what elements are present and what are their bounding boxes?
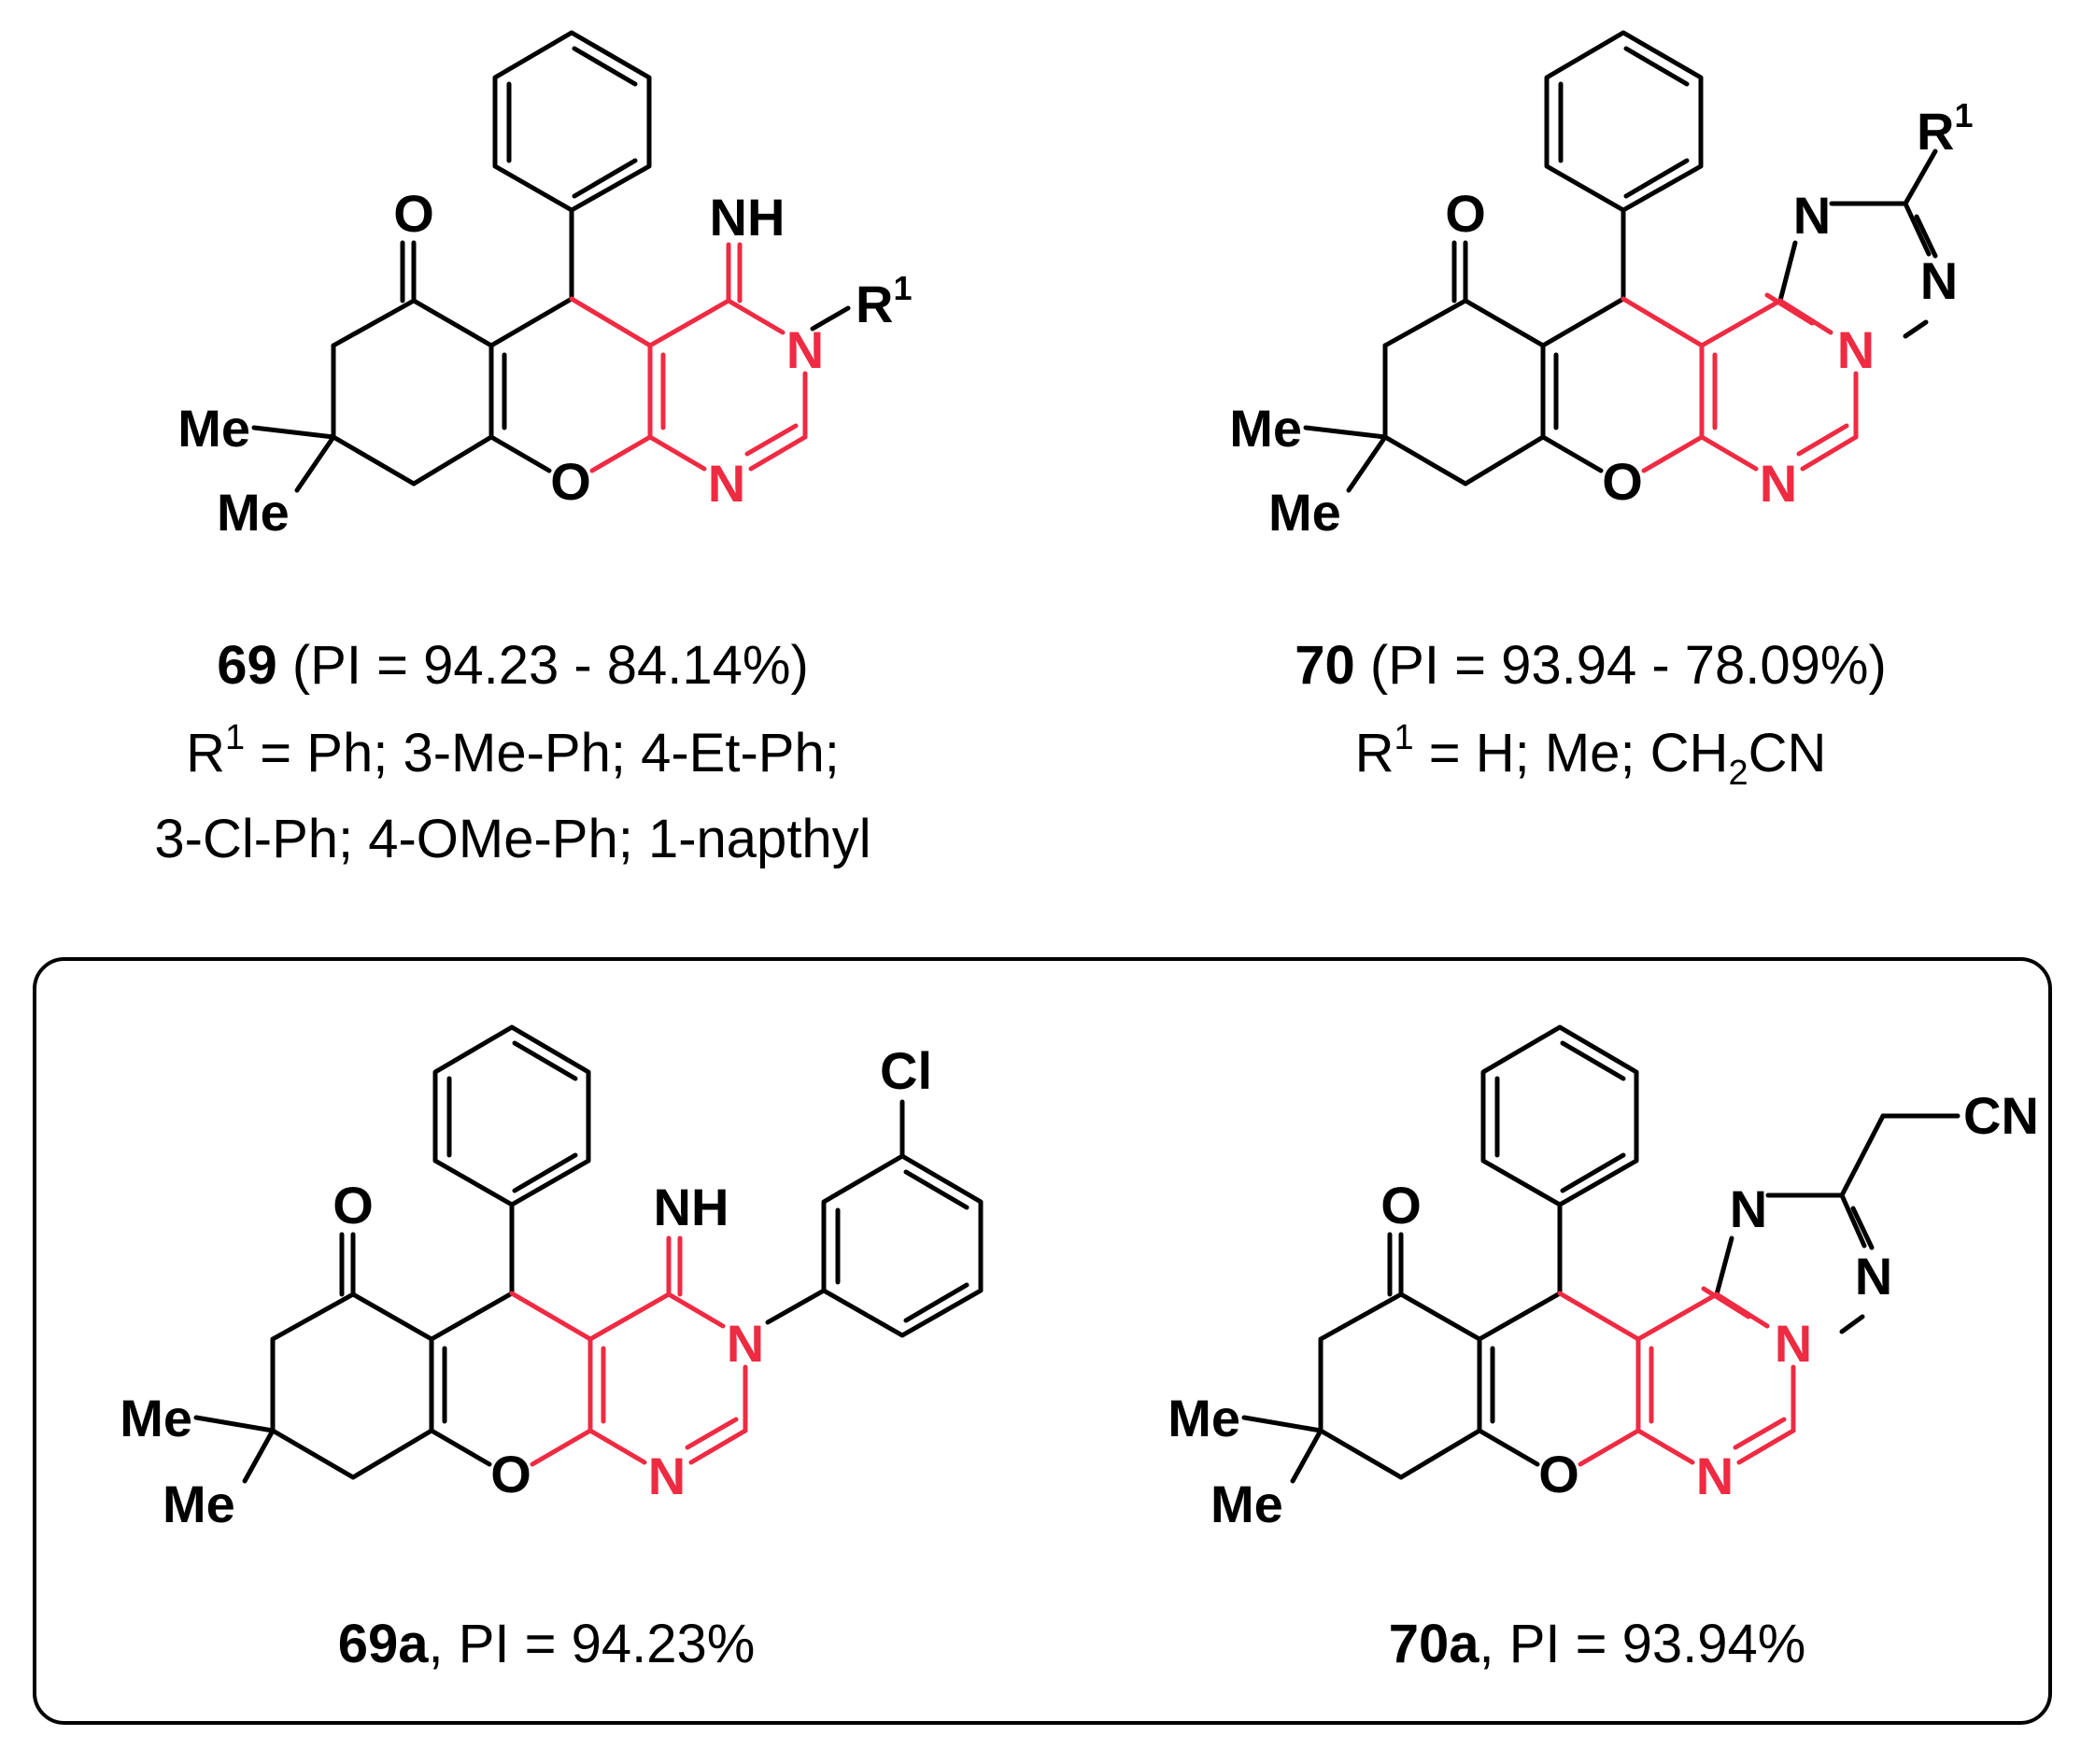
chlorine-label: Cl (880, 1041, 932, 1100)
cyano-label: CN (1963, 1086, 2039, 1145)
r-group-label: R1 (856, 269, 912, 333)
pyran-oxygen-label: O (490, 1445, 531, 1503)
carbonyl-oxygen-label: O (333, 1176, 374, 1235)
structure-70a-bonds (1241, 1024, 1961, 1484)
caption-69-title: 69 (PI = 94.23 - 84.14%) (217, 635, 809, 696)
triazole-nitrogen-label: N (1793, 186, 1831, 245)
structure-70a-red-bonds (1557, 1286, 1796, 1467)
pyran-oxygen-label: O (550, 452, 591, 511)
ring-nitrogen-label: N (1760, 454, 1797, 513)
structure-69-bonds (251, 30, 851, 493)
triazole-nitrogen-label: N (1730, 1179, 1767, 1238)
methyl-label: Me (1229, 399, 1302, 458)
imine-label: NH (654, 1178, 729, 1236)
pyran-oxygen-label: O (1538, 1445, 1579, 1503)
caption-69: 69 (PI = 94.23 - 84.14%) R1 = Ph; 3-Me-P… (154, 635, 871, 869)
ring-nitrogen-label: N (786, 320, 824, 379)
carbonyl-oxygen-label: O (393, 184, 434, 243)
highlight-box (33, 957, 2052, 1725)
structure-70-bonds (1303, 30, 1938, 493)
structure-69-red-bonds (569, 242, 808, 473)
caption-69a: 69a, PI = 94.23% (338, 1614, 756, 1674)
methyl-label: Me (1268, 483, 1341, 542)
caption-69-substituents: R1 = Ph; 3-Me-Ph; 4-Et-Ph; (186, 718, 840, 783)
structure-69: O O NH N N Me Me R1 (177, 30, 912, 542)
structure-70: O O N N N N Me Me R1 (1229, 30, 1973, 542)
methyl-label: Me (1168, 1389, 1240, 1447)
ring-nitrogen-label: N (727, 1314, 764, 1373)
methyl-label: Me (163, 1475, 235, 1533)
r-group-label: R1 (1917, 96, 1973, 161)
ring-nitrogen-label: N (708, 454, 745, 513)
ring-nitrogen-label: N (648, 1446, 686, 1505)
ring-nitrogen-label: N (1775, 1314, 1812, 1373)
methyl-label: Me (217, 483, 290, 542)
structure-69a-bonds (193, 1024, 984, 1484)
triazole-nitrogen-label: N (1920, 251, 1958, 310)
methyl-label: Me (120, 1389, 192, 1447)
caption-70-substituents: R1 = H; Me; CH2CN (1355, 718, 1827, 793)
structure-70a: O O N N N N Me Me CN (1168, 1024, 2039, 1533)
structure-70-red-bonds (1621, 292, 1859, 473)
structure-69a: O O NH N N Me Me Cl (120, 1024, 984, 1533)
caption-69-substituents-line2: 3-Cl-Ph; 4-OMe-Ph; 1-napthyl (154, 809, 871, 869)
pyran-oxygen-label: O (1602, 452, 1643, 511)
caption-70-title: 70 (PI = 93.94 - 78.09%) (1295, 635, 1887, 696)
triazole-nitrogen-label: N (1855, 1247, 1892, 1305)
ring-nitrogen-label: N (1837, 320, 1875, 379)
imine-label: NH (710, 188, 786, 247)
structure-69a-red-bonds (509, 1235, 748, 1467)
ring-nitrogen-label: N (1696, 1446, 1734, 1505)
methyl-label: Me (1210, 1475, 1283, 1533)
methyl-label: Me (177, 399, 250, 458)
carbonyl-oxygen-label: O (1445, 184, 1486, 243)
caption-70: 70 (PI = 93.94 - 78.09%) R1 = H; Me; CH2… (1295, 635, 1887, 793)
carbonyl-oxygen-label: O (1380, 1176, 1422, 1235)
caption-70a: 70a, PI = 93.94% (1389, 1614, 1806, 1674)
